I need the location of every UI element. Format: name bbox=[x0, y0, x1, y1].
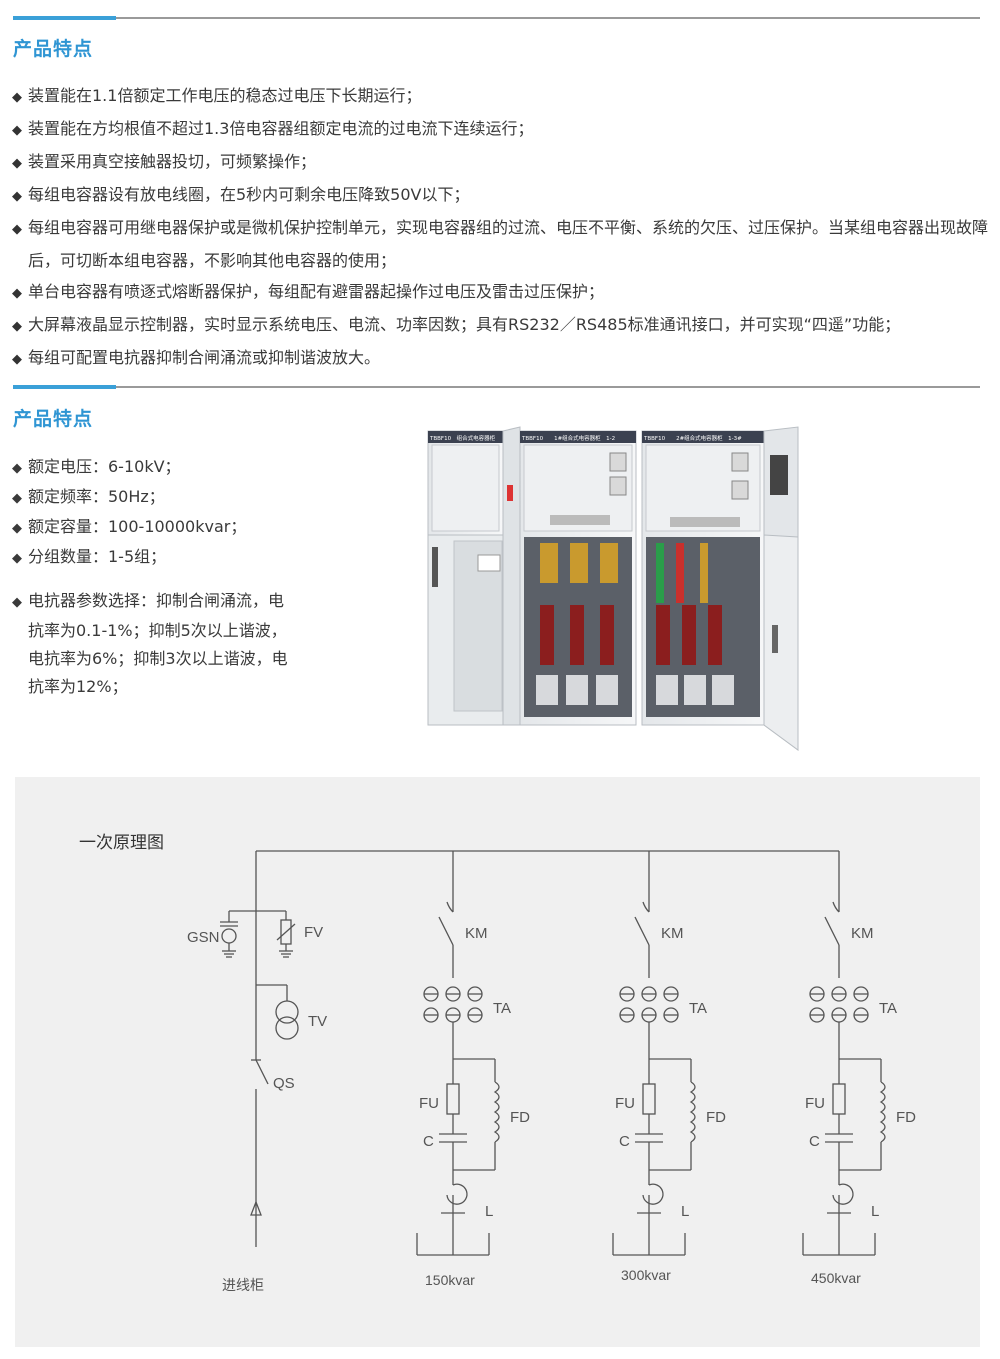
list-item: ◆额定电压：6-10kV； bbox=[12, 453, 312, 483]
section2-title: 产品特点 bbox=[13, 408, 94, 430]
l-label: L bbox=[485, 1203, 493, 1220]
km-label: KM bbox=[851, 925, 874, 942]
capacitor-branch bbox=[416, 851, 500, 1256]
fd-label: FD bbox=[896, 1109, 916, 1126]
diamond-bullet-icon: ◆ bbox=[12, 189, 22, 204]
km-label: KM bbox=[661, 925, 684, 942]
diamond-bullet-icon: ◆ bbox=[12, 595, 22, 610]
divider-line bbox=[116, 386, 980, 388]
list-item: ◆额定容量：100-10000kvar； bbox=[12, 513, 312, 543]
fu-label: FU bbox=[419, 1095, 439, 1112]
capacitor-branch bbox=[802, 851, 886, 1256]
l-label: L bbox=[871, 1203, 879, 1220]
cabinet-label: TBBF10 组合式电容器柜 bbox=[429, 434, 496, 442]
fd-label: FD bbox=[706, 1109, 726, 1126]
branch-capacity-label: 450kvar bbox=[811, 1270, 861, 1286]
schematic-panel: KM TA FU C FD L 150kvar KM TA FU C FD L 300kvar KM TA FU… bbox=[15, 777, 980, 1347]
cabinet-label: TBBF10 1#组合式电容器柜 1-2 bbox=[521, 434, 615, 442]
l-label: L bbox=[681, 1203, 689, 1220]
ta-label: TA bbox=[493, 1000, 511, 1017]
diamond-bullet-icon: ◆ bbox=[12, 491, 22, 506]
divider-accent bbox=[13, 385, 116, 389]
divider-accent bbox=[13, 16, 116, 20]
list-item: ◆单台电容器有喷逐式熔断器保护，每组配有避雷器起操作过电压及雷击过压保护； bbox=[12, 276, 992, 309]
section1-title: 产品特点 bbox=[13, 38, 94, 60]
list-item: ◆每组电容器设有放电线圈，在5秒内可剩余电压降致50V以下； bbox=[12, 179, 992, 212]
spec-list: ◆额定电压：6-10kV； ◆额定频率：50Hz； ◆额定容量：100-1000… bbox=[12, 453, 312, 573]
divider-line bbox=[116, 17, 980, 19]
list-item: ◆每组电容器可用继电器保护或是微机保护控制单元，实现电容器组的过流、电压不平衡、… bbox=[12, 212, 992, 276]
list-item: ◆分组数量：1-5组； bbox=[12, 543, 312, 573]
qs-label: QS bbox=[273, 1075, 295, 1092]
fd-label: FD bbox=[510, 1109, 530, 1126]
diamond-bullet-icon: ◆ bbox=[12, 156, 22, 171]
capacitor-cabinet-photo: TBBF10 组合式电容器柜 TBBF10 1#组合式电容器柜 1-2 TBBF… bbox=[427, 426, 799, 751]
single-line-diagram: KM TA FU C FD L 150kvar KM TA FU C FD L 300kvar KM TA FU… bbox=[79, 833, 916, 1293]
capacitor-branch bbox=[612, 851, 696, 1256]
fu-label: FU bbox=[805, 1095, 825, 1112]
diamond-bullet-icon: ◆ bbox=[12, 222, 22, 237]
reactor-parameters: ◆电抗器参数选择：抑制合闸涌流，电抗率为0.1-1%；抑制5次以上谐波，电抗率为… bbox=[12, 591, 288, 696]
diagram-title: 一次原理图 bbox=[79, 833, 164, 852]
diamond-bullet-icon: ◆ bbox=[12, 286, 22, 301]
tv-label: TV bbox=[308, 1013, 327, 1030]
diamond-bullet-icon: ◆ bbox=[12, 521, 22, 536]
ta-label: TA bbox=[689, 1000, 707, 1017]
diamond-bullet-icon: ◆ bbox=[12, 352, 22, 367]
section2-divider bbox=[13, 385, 980, 389]
diamond-bullet-icon: ◆ bbox=[12, 123, 22, 138]
diamond-bullet-icon: ◆ bbox=[12, 461, 22, 476]
branch-capacity-label: 300kvar bbox=[621, 1267, 671, 1283]
list-item: ◆装置能在1.1倍额定工作电压的稳态过电压下长期运行； bbox=[12, 80, 992, 113]
fv-label: FV bbox=[304, 924, 323, 941]
incoming-cabinet-label: 进线柜 bbox=[222, 1277, 264, 1293]
list-item: ◆装置采用真空接触器投切，可频繁操作； bbox=[12, 146, 992, 179]
km-label: KM bbox=[465, 925, 488, 942]
list-item: ◆每组可配置电抗器抑制合闸涌流或抑制谐波放大。 bbox=[12, 342, 992, 375]
list-item: ◆额定频率：50Hz； bbox=[12, 483, 312, 513]
diamond-bullet-icon: ◆ bbox=[12, 551, 22, 566]
fu-label: FU bbox=[615, 1095, 635, 1112]
c-label: C bbox=[809, 1133, 820, 1150]
gsn-label: GSN bbox=[187, 929, 220, 946]
cabinet-label: TBBF10 2#组合式电容器柜 1-3# bbox=[643, 434, 742, 442]
diamond-bullet-icon: ◆ bbox=[12, 90, 22, 105]
list-item: ◆大屏幕液晶显示控制器，实时显示系统电压、电流、功率因数；具有RS232／RS4… bbox=[12, 309, 992, 342]
ta-label: TA bbox=[879, 1000, 897, 1017]
diamond-bullet-icon: ◆ bbox=[12, 319, 22, 334]
branch-capacity-label: 150kvar bbox=[425, 1272, 475, 1288]
feature-list: ◆装置能在1.1倍额定工作电压的稳态过电压下长期运行； ◆装置能在方均根值不超过… bbox=[12, 80, 992, 375]
section1-divider bbox=[13, 16, 980, 20]
c-label: C bbox=[619, 1133, 630, 1150]
list-item: ◆装置能在方均根值不超过1.3倍电容器组额定电流的过电流下连续运行； bbox=[12, 113, 992, 146]
c-label: C bbox=[423, 1133, 434, 1150]
